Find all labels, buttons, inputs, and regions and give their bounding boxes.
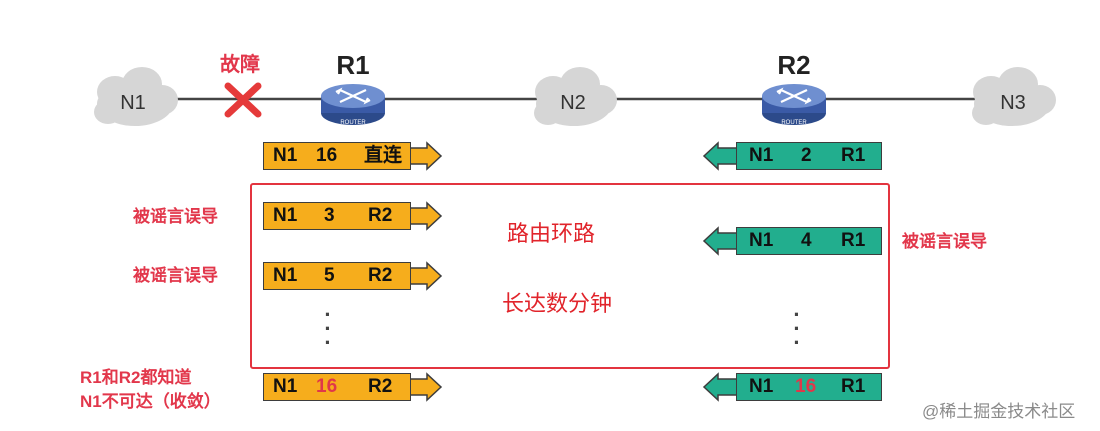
r2-ellipsis: · · · [792, 302, 802, 355]
dot: · [324, 302, 332, 327]
r1-arrow-4 [408, 372, 443, 402]
entry-metric: 5 [324, 265, 335, 286]
dot: · [324, 330, 332, 355]
entry-next-hop: R1 [841, 376, 866, 397]
svg-text:ROUTER: ROUTER [340, 120, 366, 126]
dot: · [793, 316, 801, 341]
fault-x-icon [224, 82, 262, 118]
r1-arrow-3 [408, 261, 443, 291]
entry-dest: N1 [273, 205, 298, 226]
r1-entry-2: N1 3 R2 [263, 202, 411, 230]
entry-dest: N1 [273, 265, 298, 286]
node-n2-label: N2 [560, 92, 586, 114]
converge-line-1: R1和R2都知道 [80, 368, 192, 387]
fault-label: 故障 [220, 54, 260, 76]
entry-metric: 16 [316, 145, 338, 166]
converge-label: R1和R2都知道 N1不可达（收敛） [80, 366, 221, 414]
r1-entry-1: N1 16 直连 [263, 142, 411, 170]
dot: · [793, 330, 801, 355]
r2-arrow-2 [702, 226, 739, 256]
entry-metric: 16 [316, 376, 338, 397]
node-n1-label: N1 [120, 92, 146, 114]
router-r1-label: R1 [336, 50, 370, 80]
r2-arrow-3 [702, 372, 739, 402]
r2-entry-3: N1 16 R1 [736, 373, 882, 401]
dot: · [793, 302, 801, 327]
entry-dest: N1 [749, 376, 774, 397]
entry-dest: N1 [273, 376, 298, 397]
r1-arrow-2 [408, 201, 443, 231]
routing-loop-title: 路由环路 [507, 221, 596, 246]
r1-ellipsis: · · · [323, 302, 333, 355]
entry-next-hop: R1 [841, 145, 866, 166]
routing-loop-duration: 长达数分钟 [502, 291, 613, 316]
entry-dest: N1 [273, 145, 298, 166]
entry-next-hop: R2 [368, 265, 393, 286]
entry-metric: 16 [795, 376, 817, 397]
entry-next-hop: R2 [368, 376, 393, 397]
watermark: @稀土掘金技术社区 [922, 402, 1076, 421]
entry-metric: 2 [801, 145, 812, 166]
r2-entry-2: N1 4 R1 [736, 227, 882, 255]
entry-next-hop: R1 [841, 230, 866, 251]
r2-arrow-1 [702, 141, 739, 171]
svg-text:ROUTER: ROUTER [781, 120, 807, 126]
entry-metric: 3 [324, 205, 335, 226]
entry-metric: 4 [801, 230, 812, 251]
misled-label-2: 被谣言误导 [133, 266, 218, 285]
r2-entry-1: N1 2 R1 [736, 142, 882, 170]
entry-next-hop: R2 [368, 205, 393, 226]
router-r2-icon: ROUTER [762, 84, 826, 126]
entry-dest: N1 [749, 230, 774, 251]
routing-loop-box [250, 183, 890, 369]
r1-entry-4: N1 16 R2 [263, 373, 411, 401]
r1-arrows [408, 141, 443, 402]
r1-arrow-1 [408, 141, 443, 171]
router-r1-icon: ROUTER [321, 84, 385, 126]
node-n3-label: N3 [1000, 92, 1026, 114]
misled-label-3: 被谣言误导 [902, 232, 987, 251]
entry-next-hop: 直连 [364, 145, 403, 166]
cloud-n3-icon [972, 67, 1056, 126]
r2-arrows [702, 141, 739, 402]
misled-label-1: 被谣言误导 [133, 207, 218, 226]
cloud-n2-icon [534, 67, 617, 126]
r1-entry-3: N1 5 R2 [263, 262, 411, 290]
cloud-n1-icon [94, 67, 178, 126]
dot: · [324, 316, 332, 341]
converge-line-2: N1不可达（收敛） [80, 392, 221, 411]
entry-dest: N1 [749, 145, 774, 166]
router-r2-label: R2 [777, 50, 811, 80]
